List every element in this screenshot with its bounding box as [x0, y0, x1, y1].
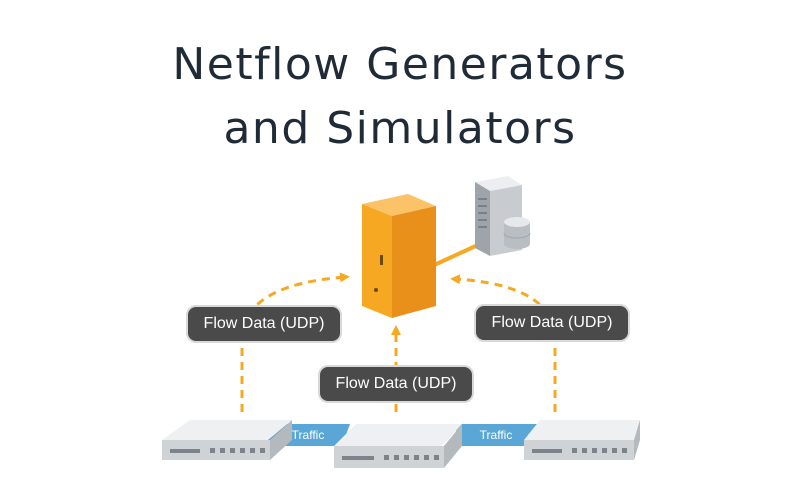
database-cylinder-icon [503, 217, 531, 249]
title-line-1: Netflow Generators [172, 39, 628, 90]
orange-server-cabinet-icon [362, 194, 436, 318]
flow-data-label-right: Flow Data (UDP) [476, 306, 628, 340]
rack-network-device-icon-center [334, 424, 462, 468]
collector-db-link [431, 242, 481, 268]
rack-network-device-icon-left [162, 420, 292, 460]
rack-network-device-icon-right [524, 420, 640, 460]
traffic-label-right: Traffic [479, 428, 513, 442]
flow-data-label-center: Flow Data (UDP) [320, 367, 472, 401]
traffic-link-right [452, 424, 538, 446]
traffic-label-left: Traffic [291, 428, 325, 442]
flow-data-label-left: Flow Data (UDP) [188, 307, 340, 341]
title-line-2: and Simulators [223, 103, 577, 154]
